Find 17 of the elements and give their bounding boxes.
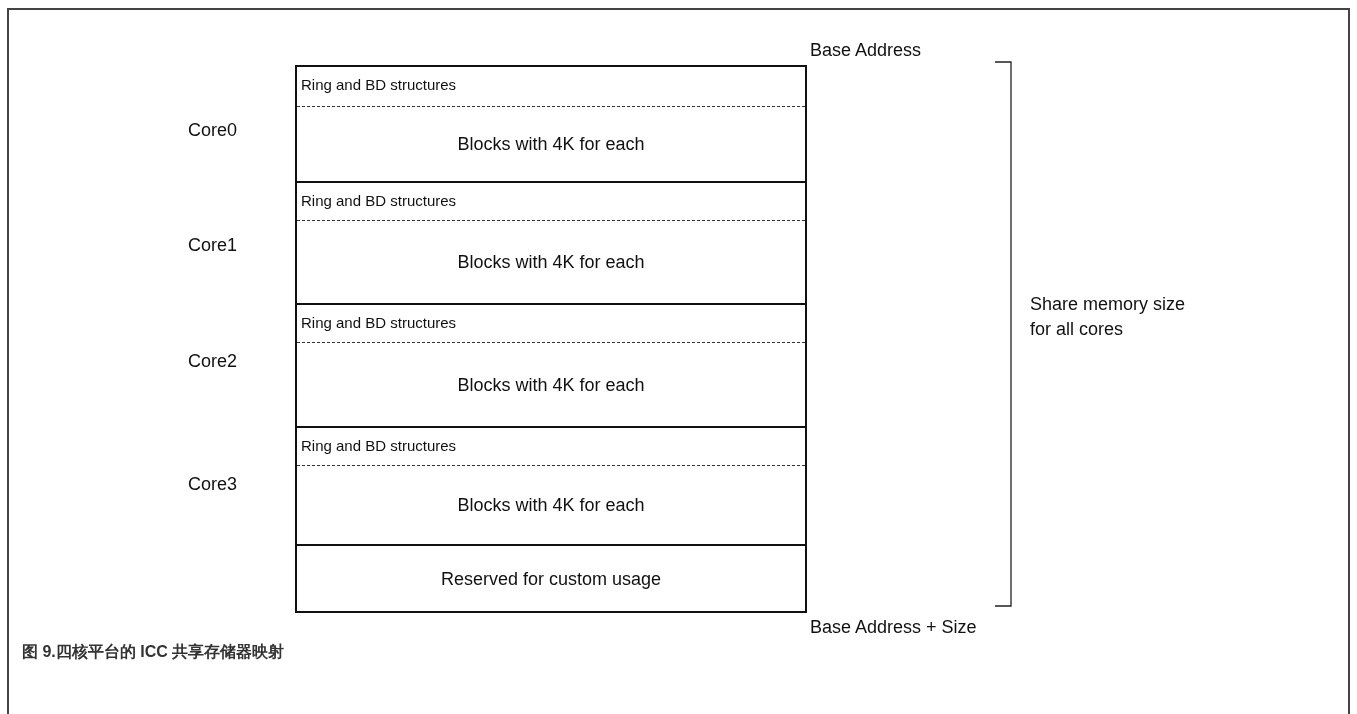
memory-cell: Blocks with 4K for each [297, 107, 805, 183]
memory-cell: Ring and BD structures [297, 428, 805, 466]
address-label: Base Address [810, 40, 922, 61]
memory-cell: Blocks with 4K for each [297, 221, 805, 305]
memory-cell: Ring and BD structures [297, 305, 805, 343]
core-label: Core1 [188, 235, 238, 256]
core-label: Core3 [188, 474, 238, 495]
figure-caption: 图 9.四核平台的 ICC 共享存储器映射 [22, 642, 285, 662]
memory-cell: Blocks with 4K for each [297, 343, 805, 428]
core-label: Core2 [188, 351, 238, 372]
memory-cell: Ring and BD structures [297, 183, 805, 221]
memory-cell: Reserved for custom usage [297, 546, 805, 611]
address-label: Base Address + Size [810, 617, 977, 638]
core-label: Core0 [188, 120, 238, 141]
memory-cell: Blocks with 4K for each [297, 466, 805, 546]
memory-cell: Ring and BD structures [297, 67, 805, 107]
size-note: Share memory size for all cores [1030, 293, 1187, 341]
